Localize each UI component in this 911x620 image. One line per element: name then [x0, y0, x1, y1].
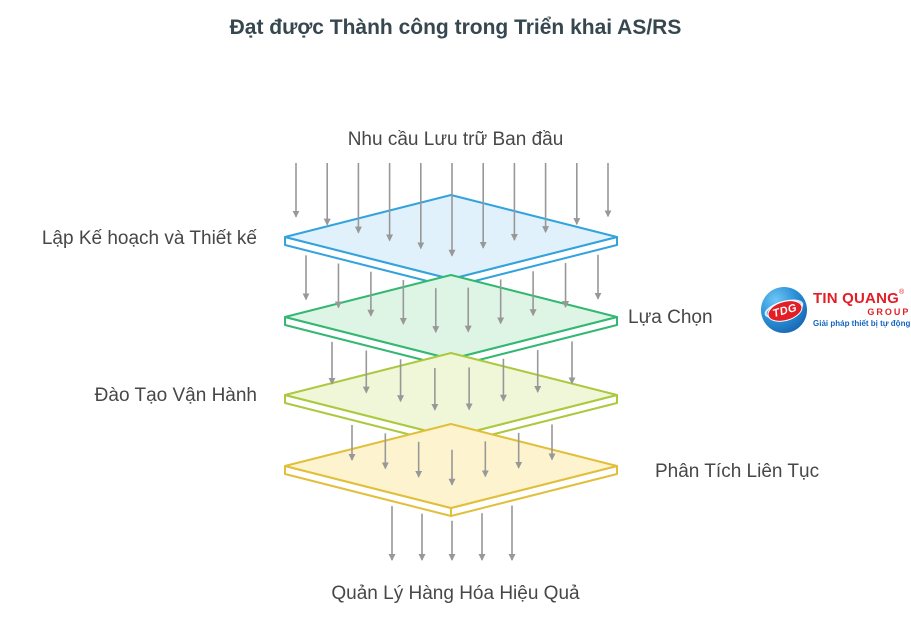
logo-tagline: Giải pháp thiết bị tự động	[813, 319, 911, 329]
logo-globe-icon: TDG	[761, 287, 807, 333]
label-layer-selection: Lựa Chọn	[628, 307, 713, 328]
filter-layer-0	[284, 194, 618, 288]
label-outcome: Quản Lý Hàng Hóa Hiệu Quả	[331, 583, 580, 604]
label-layer-analysis: Phân Tích Liên Tục	[655, 461, 820, 482]
tin-quang-logo: TDG TIN QUANG ® GROUP Giải pháp thiết bị…	[761, 287, 910, 333]
logo-group: GROUP	[867, 306, 911, 317]
logo-text-block: TIN QUANG ® GROUP Giải pháp thiết bị tự …	[813, 289, 911, 329]
page-title: Đạt được Thành công trong Triển khai AS/…	[229, 16, 682, 39]
filter-layer-2	[284, 352, 618, 446]
filter-layer-3	[284, 423, 618, 517]
flow-arrows	[292, 163, 612, 561]
label-initial-need: Nhu cầu Lưu trữ Ban đầu	[347, 129, 564, 150]
logo-name: TIN QUANG	[813, 290, 899, 308]
filter-layer-1	[284, 274, 618, 368]
label-layer-planning: Lập Kế hoạch và Thiết kế	[41, 228, 257, 249]
registered-mark-icon: ®	[898, 289, 905, 297]
label-layer-training: Đào Tạo Vận Hành	[94, 385, 257, 406]
logo-name-row: TIN QUANG ®	[813, 289, 910, 308]
